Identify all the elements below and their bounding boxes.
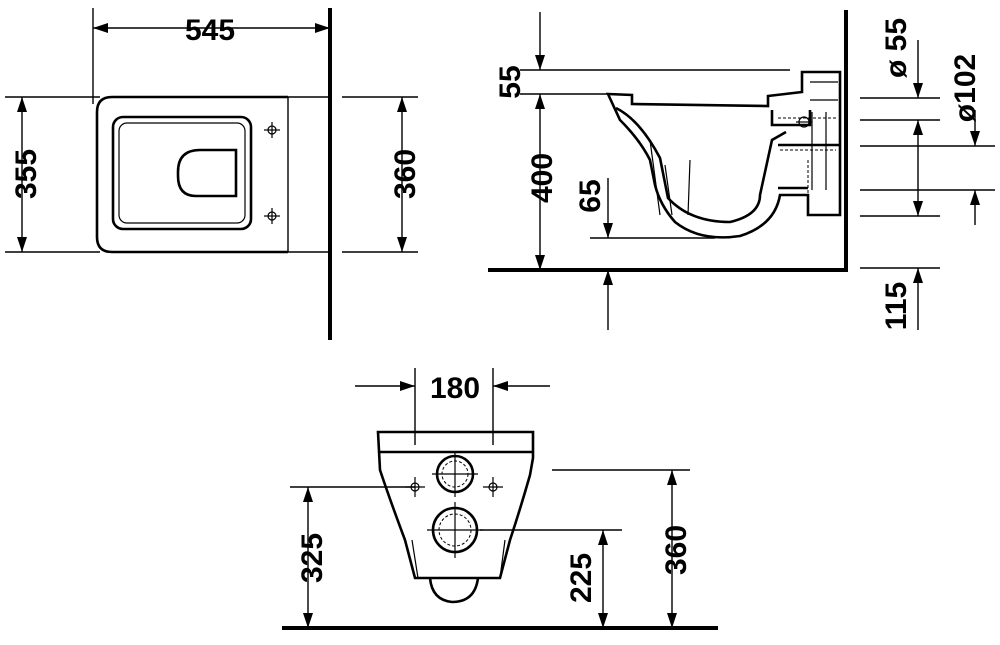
dim-bowl-top-offset: 55 <box>494 12 790 99</box>
dim-label-55: 55 <box>494 65 527 98</box>
outlet-hole <box>427 502 483 558</box>
dim-label-360-front: 360 <box>660 525 693 575</box>
top-view: 545 355 360 <box>5 8 422 340</box>
bowl-front-outline <box>376 430 535 580</box>
dim-inlet-height: 225 <box>480 529 622 628</box>
dim-label-225: 225 <box>565 553 598 603</box>
dim-bolt-height: 360 <box>552 469 693 628</box>
dim-bolt-spacing: 180 <box>355 368 550 445</box>
bowl-profile <box>605 70 842 239</box>
dim-label-360-top: 360 <box>389 149 422 199</box>
dim-inlet-diameter: ø 55 <box>860 18 940 121</box>
fixing-point-top-1 <box>264 122 280 138</box>
side-view: 55 400 65 ø 55 <box>488 10 995 330</box>
inner-bowl <box>176 148 238 198</box>
dim-rim-height: 400 <box>526 94 559 270</box>
fixing-point-front-2 <box>483 477 503 497</box>
dim-label-400: 400 <box>526 153 559 203</box>
dim-floor-clearance: 115 <box>860 267 940 330</box>
dim-overall-length: 545 <box>92 8 330 104</box>
dim-overall-width: 355 <box>5 96 100 253</box>
inlet-hole <box>432 451 478 497</box>
dim-outlet-diameter: ø102 <box>860 54 995 225</box>
front-view: 180 325 225 360 <box>282 368 718 630</box>
dim-label-d102: ø102 <box>949 54 982 122</box>
dim-label-115: 115 <box>880 282 913 330</box>
dim-label-65: 65 <box>574 179 607 212</box>
dim-label-545: 545 <box>185 14 235 47</box>
dim-label-325: 325 <box>296 533 329 583</box>
bowl-outline-top <box>95 95 288 254</box>
seat-opening <box>111 115 253 231</box>
dim-label-d55: ø 55 <box>880 18 913 78</box>
dim-label-355: 355 <box>10 149 43 199</box>
dim-mounting-width: 360 <box>342 96 422 253</box>
dim-outlet-height: 325 <box>290 486 415 628</box>
dim-label-180: 180 <box>430 372 480 405</box>
dim-seat-gap: 65 <box>574 178 715 330</box>
fixing-point-top-2 <box>264 208 280 224</box>
